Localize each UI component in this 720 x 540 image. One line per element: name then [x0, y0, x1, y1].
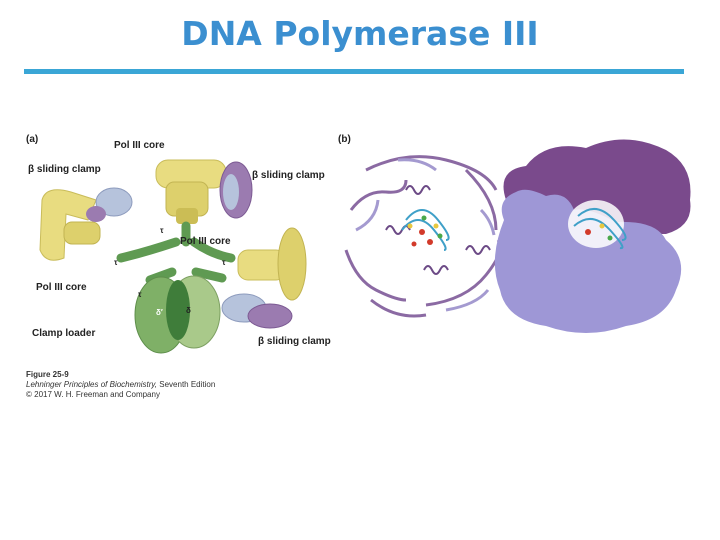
pol3-core-middle-label: Pol III core: [180, 236, 231, 247]
sliding-clamp-bottom-label: β sliding clamp: [258, 336, 331, 347]
figure-graphic: [26, 130, 698, 370]
tau-label-2: τ: [114, 258, 118, 267]
tau-label-4: τ: [138, 290, 142, 299]
pol3-core-top-label: Pol III core: [114, 140, 165, 151]
clamp-ribbon-structure: [342, 148, 502, 316]
pol3-core-left-shape: [40, 190, 100, 260]
clamp-loader-shape: [135, 276, 220, 353]
caption-copyright: © 2017 W. H. Freeman and Company: [26, 390, 160, 399]
tau-label-1: τ: [160, 226, 164, 235]
pol3-core-middle-shape: [238, 228, 306, 300]
panel-a-label: (a): [26, 134, 38, 145]
title-rule: [24, 69, 684, 74]
sliding-clamp-bottom-shape: [222, 294, 292, 328]
clamp-surface-structure: [495, 139, 691, 333]
figure-caption: Figure 25-9 Lehninger Principles of Bioc…: [26, 370, 215, 400]
sliding-clamp-top-right-label: β sliding clamp: [252, 170, 325, 181]
sliding-clamp-left-label: β sliding clamp: [28, 164, 101, 175]
panel-b-label: (b): [338, 134, 351, 145]
tau-arms-shape: [121, 226, 231, 280]
delta-prime-label: δ′: [156, 308, 163, 317]
caption-edition: Seventh Edition: [157, 380, 215, 389]
caption-book: Lehninger Principles of Biochemistry,: [26, 380, 157, 389]
figure-number: Figure 25-9: [26, 370, 215, 380]
tau-label-3: τ: [222, 258, 226, 267]
pol3-core-left-label: Pol III core: [36, 282, 87, 293]
delta-label: δ: [186, 306, 191, 315]
page-title: DNA Polymerase III: [0, 14, 720, 53]
sliding-clamp-top-right-shape: [220, 162, 252, 218]
pol3-core-top-shape: [156, 160, 226, 224]
clamp-loader-label: Clamp loader: [32, 328, 95, 339]
dna-polymerase-figure: (a) (b) Pol III core β sliding clamp β s…: [26, 130, 698, 410]
